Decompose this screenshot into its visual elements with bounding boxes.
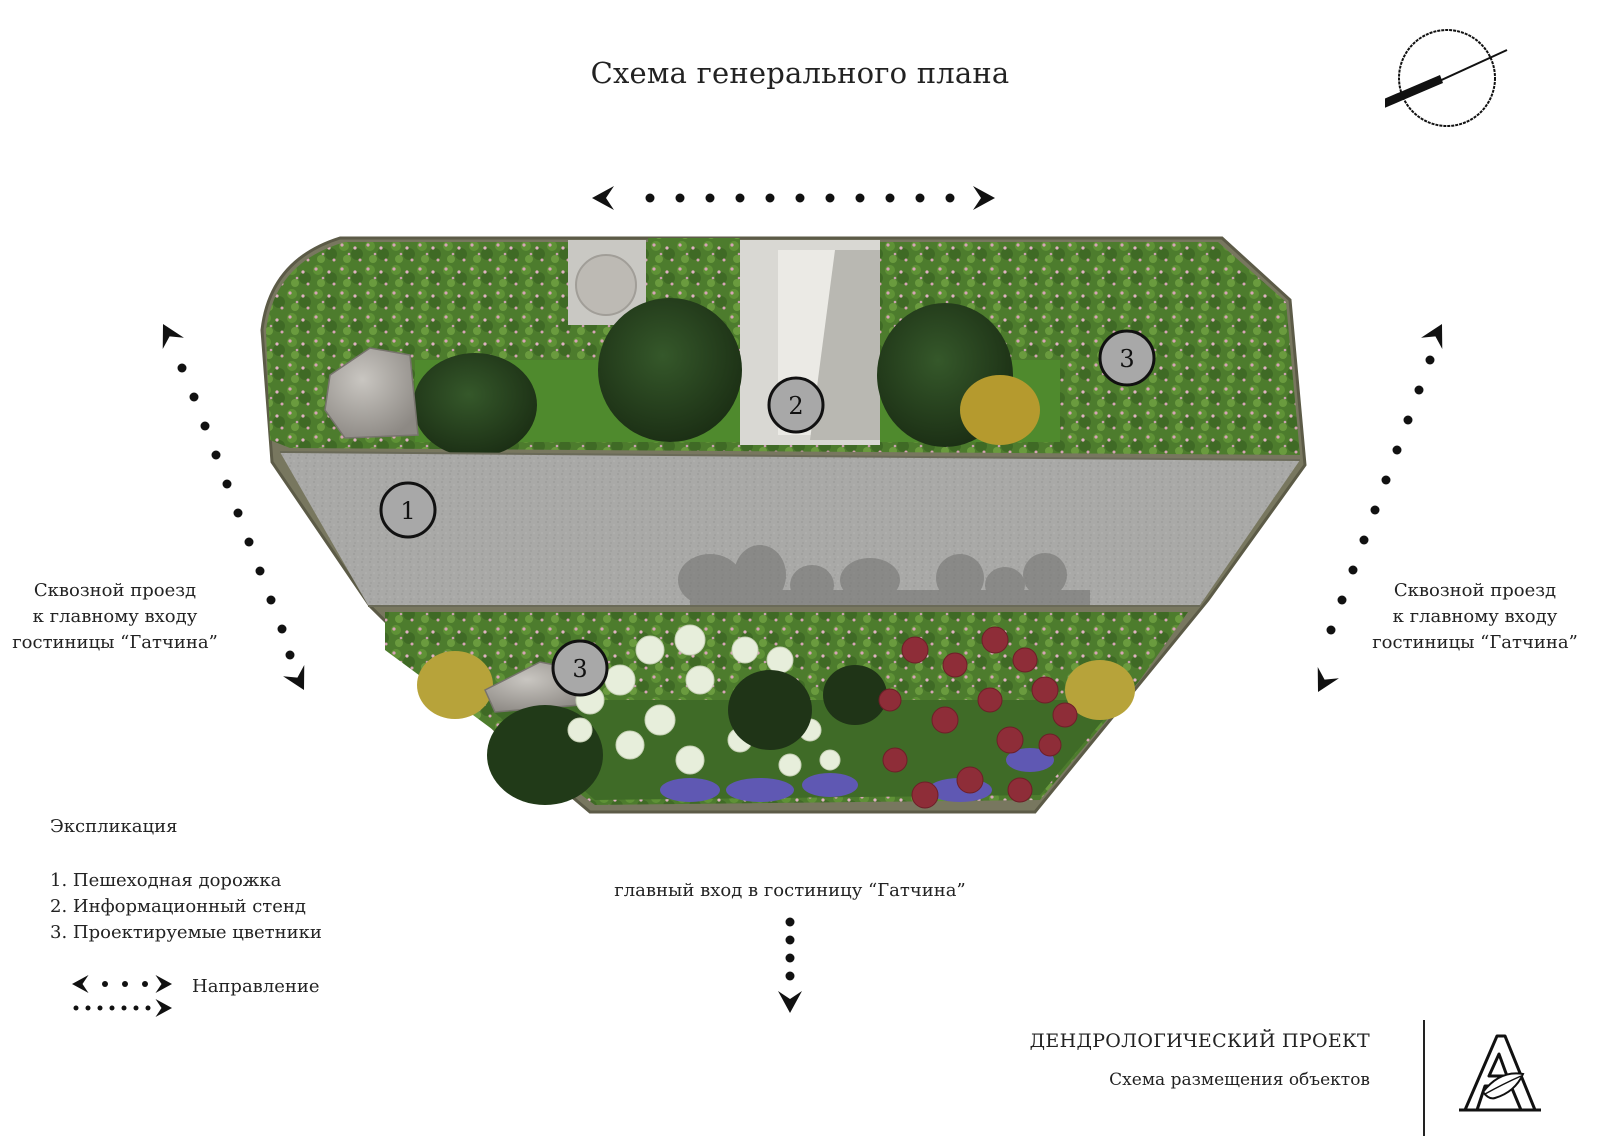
title-block-divider [1423, 1020, 1425, 1136]
marker-3-upper-label: 3 [1119, 345, 1134, 373]
marker-2: 2 [767, 376, 825, 434]
left-label-line-1: Сквозной проезд [33, 580, 197, 601]
legend-title: Экспликация [50, 816, 178, 837]
entrance-direction-arrow [778, 917, 802, 1013]
marker-3-lower-label: 3 [572, 655, 587, 683]
left-direction-arrow [152, 318, 315, 696]
left-label-line-2: к главному входу [32, 606, 198, 627]
legend-direction-label: Направление [192, 976, 320, 997]
legend-item-3: 3. Проектируемые цветники [50, 922, 322, 943]
project-title: ДЕНДРОЛОГИЧЕСКИЙ ПРОЕКТ [1029, 1030, 1370, 1052]
top-direction-arrow [592, 186, 995, 210]
north-arrow-icon [1385, 29, 1508, 127]
left-passage-label: Сквозной проезд к главному входу гостини… [10, 578, 220, 656]
right-passage-label: Сквозной проезд к главному входу гостини… [1370, 578, 1580, 656]
marker-3-upper: 3 [1098, 329, 1156, 387]
right-label-line-2: к главному входу [1392, 606, 1558, 627]
legend-item-2: 2. Информационный стенд [50, 896, 306, 917]
right-direction-arrow [1307, 318, 1453, 698]
marker-1-label: 1 [400, 497, 415, 525]
right-label-line-1: Сквозной проезд [1393, 580, 1557, 601]
project-subtitle: Схема размещения объектов [1109, 1070, 1370, 1090]
page-title: Схема генерального плана [590, 56, 1010, 90]
marker-1: 1 [379, 481, 437, 539]
marker-2-label: 2 [788, 392, 803, 420]
legend-direction-icon [72, 975, 172, 1017]
monogram-a-logo-icon [1459, 1034, 1541, 1112]
legend-item-1: 1. Пешеходная дорожка [50, 870, 282, 891]
left-label-line-3: гостиницы “Гатчина” [12, 632, 218, 653]
main-entrance-label: главный вход в гостиницу “Гатчина” [614, 880, 966, 901]
marker-3-lower: 3 [551, 639, 609, 697]
right-label-line-3: гостиницы “Гатчина” [1372, 632, 1578, 653]
